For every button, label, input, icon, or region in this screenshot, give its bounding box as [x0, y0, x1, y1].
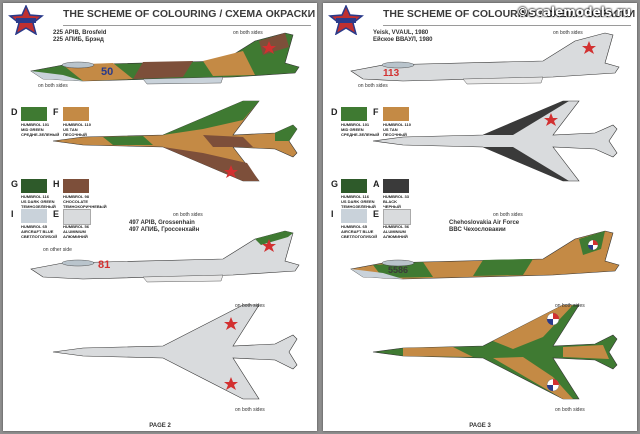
swatch-text-g: HUMBROL 116 US DARK GREEN ТЕМНОЗЕЛЕНЫЙ [21, 194, 56, 209]
swatch-text-f: HUMBROL 110 US TAN ПЕСОЧНЫЙ [383, 122, 411, 137]
brand-logo-icon [328, 5, 364, 35]
swatch-letter-h: H [53, 179, 60, 189]
top-view-camo [52, 100, 298, 182]
swatch-aluminium [383, 209, 411, 225]
swatch-us-tan [383, 107, 409, 121]
swatch-chocolate [63, 179, 89, 193]
tail-number-3: 113 [383, 68, 400, 79]
brand-logo-icon [8, 5, 44, 35]
swatch-letter-f: F [53, 107, 59, 117]
instruction-page-right: THE SCHEME OF COLOURING / СХЕМА ОКРАСКИ … [323, 3, 637, 431]
top-view-yeisk [372, 100, 618, 182]
swatch-letter-e: E [373, 209, 380, 219]
tail-number-1: 50 [101, 66, 114, 78]
swatch-us-tan [63, 107, 89, 121]
unit-caption-2-line2: 497 АПИБ, Гроссенхайн [129, 227, 200, 233]
page-footer-left: PAGE 2 [149, 423, 171, 429]
swatch-text-f: HUMBROL 110 US TAN ПЕСОЧНЫЙ [63, 122, 91, 137]
page-footer-right: PAGE 3 [469, 423, 491, 429]
unit-caption-2-line1: 497 APIB, Grossenhain [129, 220, 195, 226]
note-both-sides-3: on both sides [173, 212, 203, 218]
title-divider [63, 25, 311, 26]
instruction-page-left: THE SCHEME OF COLOURING / СХЕМА ОКРАСКИ … [3, 3, 317, 431]
note-both-sides-2: on both sides [358, 83, 388, 89]
note-both-sides-1: on both sides [233, 30, 263, 36]
top-view-aluminium [52, 304, 298, 400]
note-both-sides-1: on both sides [553, 30, 583, 36]
unit-caption-2-line1: Chehoslovakia Air Force [449, 220, 520, 226]
tail-number-4: 5586 [388, 265, 409, 275]
swatch-text-h: HUMBROL 98 CHOCOLATE ТЕМНОКОРИЧНЕВЫЙ [63, 194, 107, 209]
page-title: THE SCHEME OF COLOURING / СХЕМА ОКРАСКИ [383, 8, 636, 20]
tail-number-2: 81 [98, 259, 111, 271]
note-both-sides-5: on both sides [235, 407, 265, 413]
note-both-sides-4: on both sides [555, 303, 585, 309]
swatch-text-e: HUMBROL 56 ALUMINIUM АЛЮМИНИЙ [63, 224, 89, 239]
swatch-letter-a: A [373, 179, 380, 189]
note-both-sides-2: on both sides [38, 83, 68, 89]
unit-caption-1-line1: Yeisk, VVAUL, 1980 [373, 30, 429, 36]
swatch-letter-e: E [53, 209, 60, 219]
swatch-letter-f: F [373, 107, 379, 117]
swatch-letter-g: G [331, 179, 339, 189]
swatch-letter-d: D [331, 107, 338, 117]
swatch-letter-i: I [331, 209, 334, 219]
swatch-mid-green [341, 107, 367, 121]
title-divider [383, 25, 631, 26]
unit-caption-1-line2: Ейское ВВАУЛ, 1980 [373, 37, 433, 43]
swatch-dark-green [341, 179, 367, 193]
side-view-camo-1 [30, 32, 300, 85]
swatch-letter-i: I [11, 209, 14, 219]
swatch-mid-green [21, 107, 47, 121]
swatch-aircraft-blue [21, 209, 47, 223]
side-view-aluminium [30, 230, 300, 283]
watermark: ©scalemodels.ru [516, 5, 631, 19]
swatch-aluminium [63, 209, 91, 225]
swatch-text-i: HUMBROL 65 AIRCRAFT BLUE СВЕТЛОГОЛУБОЙ [341, 224, 378, 239]
unit-caption-1-line1: 225 APIB, Brosfeld [53, 30, 107, 36]
top-view-czech [372, 304, 618, 400]
note-both-sides-5: on both sides [555, 407, 585, 413]
note-both-sides-4: on both sides [235, 303, 265, 309]
swatch-text-e: HUMBROL 56 ALUMINIUM АЛЮМИНИЙ [383, 224, 409, 239]
swatch-text-a: HUMBROL 33 BLACK ЧЕРНЫЙ [383, 194, 409, 209]
note-other-side: on other side [43, 247, 72, 253]
unit-caption-2-line2: ВВС Чехословакии [449, 227, 506, 233]
note-both-sides-3: on both sides [493, 212, 523, 218]
swatch-text-d: HUMBROL 101 MID GREEN СРЕДНЕ-ЗЕЛЕНЫЙ [341, 122, 380, 137]
swatch-text-g: HUMBROL 116 US DARK GREEN ТЕМНОЗЕЛЕНЫЙ [341, 194, 376, 209]
swatch-dark-green [21, 179, 47, 193]
page-title: THE SCHEME OF COLOURING / СХЕМА ОКРАСКИ [63, 8, 316, 20]
swatch-letter-g: G [11, 179, 19, 189]
swatch-black [383, 179, 409, 193]
swatch-letter-d: D [11, 107, 18, 117]
side-view-yeisk [350, 32, 620, 85]
unit-caption-1-line2: 225 АПИБ, Брэнд [53, 37, 104, 43]
swatch-aircraft-blue [341, 209, 367, 223]
swatch-text-d: HUMBROL 101 MID GREEN СРЕДНЕ-ЗЕЛЕНЫЙ [21, 122, 60, 137]
side-view-czech [350, 230, 620, 280]
swatch-text-i: HUMBROL 65 AIRCRAFT BLUE СВЕТЛОГОЛУБОЙ [21, 224, 58, 239]
